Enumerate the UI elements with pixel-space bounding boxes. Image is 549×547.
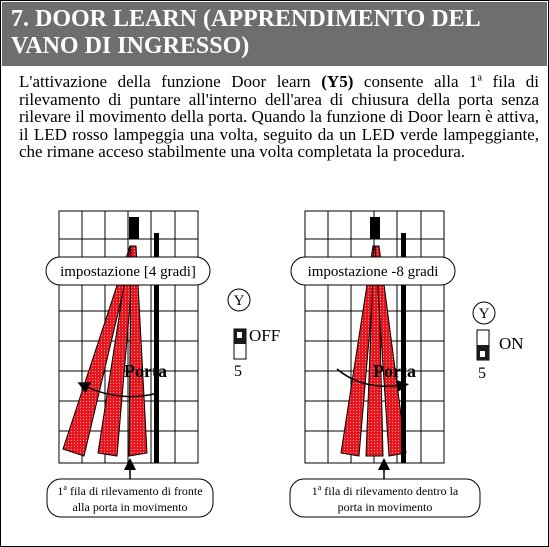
caption-left-num: 1	[57, 484, 64, 498]
door-bar-left	[154, 233, 159, 463]
caption-right-line2: porta in movimento	[337, 500, 433, 514]
paragraph-part3: fila di rilevamento di puntare all'inter…	[19, 72, 539, 161]
sensor-icon	[129, 217, 139, 239]
curved-arrow-icon	[336, 368, 409, 392]
caption-right-num: 1	[311, 484, 318, 498]
curved-arrow-icon	[77, 382, 159, 398]
svg-text:ON: ON	[499, 334, 524, 353]
paragraph-part2: consente alla 1	[353, 72, 478, 91]
setting-label-right: impostazione -8 gradi	[290, 256, 456, 286]
section-title: 7. DOOR LEARN (APPRENDIMENTO DEL VANO DI…	[11, 6, 541, 60]
svg-text:OFF: OFF	[249, 326, 280, 345]
caption-right-line1: fila di rilevamento dentro la	[321, 484, 459, 498]
diagram-right: impostazione -8 gradi Porta Y ON 5	[289, 210, 524, 518]
svg-text:5: 5	[478, 365, 486, 382]
door-label-left: Porta	[124, 361, 167, 381]
caption-left: 1a fila di rilevamento di fronte alla po…	[47, 483, 213, 515]
section-title-line1: 7. DOOR LEARN (APPRENDIMENTO DEL	[11, 6, 481, 32]
dip-switch-left: Y OFF 5	[227, 288, 280, 380]
detection-beams-right	[340, 245, 407, 457]
svg-text:5: 5	[234, 363, 242, 380]
diagram-left: impostazione [4 gradi] Porta Y OFF 5	[45, 210, 280, 518]
setting-label-left: impostazione [4 gradi]	[45, 256, 211, 286]
caption-left-line2: alla porta in movimento	[72, 500, 188, 514]
paragraph-part1: L'attivazione della funzione Door learn	[19, 72, 322, 91]
section-header: 7. DOOR LEARN (APPRENDIMENTO DEL VANO DI…	[2, 2, 547, 66]
svg-text:impostazione [4 gradi]: impostazione [4 gradi]	[60, 264, 196, 280]
caption-right-sup: a	[317, 483, 322, 492]
svg-text:Y: Y	[234, 293, 245, 309]
section-title-line2: VANO DI INGRESSO)	[11, 33, 250, 59]
svg-text:Y: Y	[479, 306, 490, 322]
sensor-icon	[370, 217, 380, 239]
door-label-right: Porta	[373, 361, 416, 381]
svg-text:impostazione -8 gradi: impostazione -8 gradi	[308, 264, 439, 280]
caption-left-line1: fila di rilevamento di fronte	[66, 484, 203, 498]
detection-beams-left	[62, 245, 148, 457]
dip-switch-right: Y ON 5	[472, 301, 524, 382]
paragraph-bold: (Y5)	[321, 72, 354, 91]
caption-left-sup: a	[63, 483, 67, 492]
caption-box-right	[289, 478, 481, 518]
caption-right: 1a fila di rilevamento dentro la porta i…	[290, 483, 480, 515]
door-bar-right	[401, 233, 406, 463]
caption-box-left	[46, 478, 214, 518]
description-paragraph: L'attivazione della funzione Door learn …	[19, 73, 539, 161]
paragraph-sup: a	[477, 72, 482, 84]
